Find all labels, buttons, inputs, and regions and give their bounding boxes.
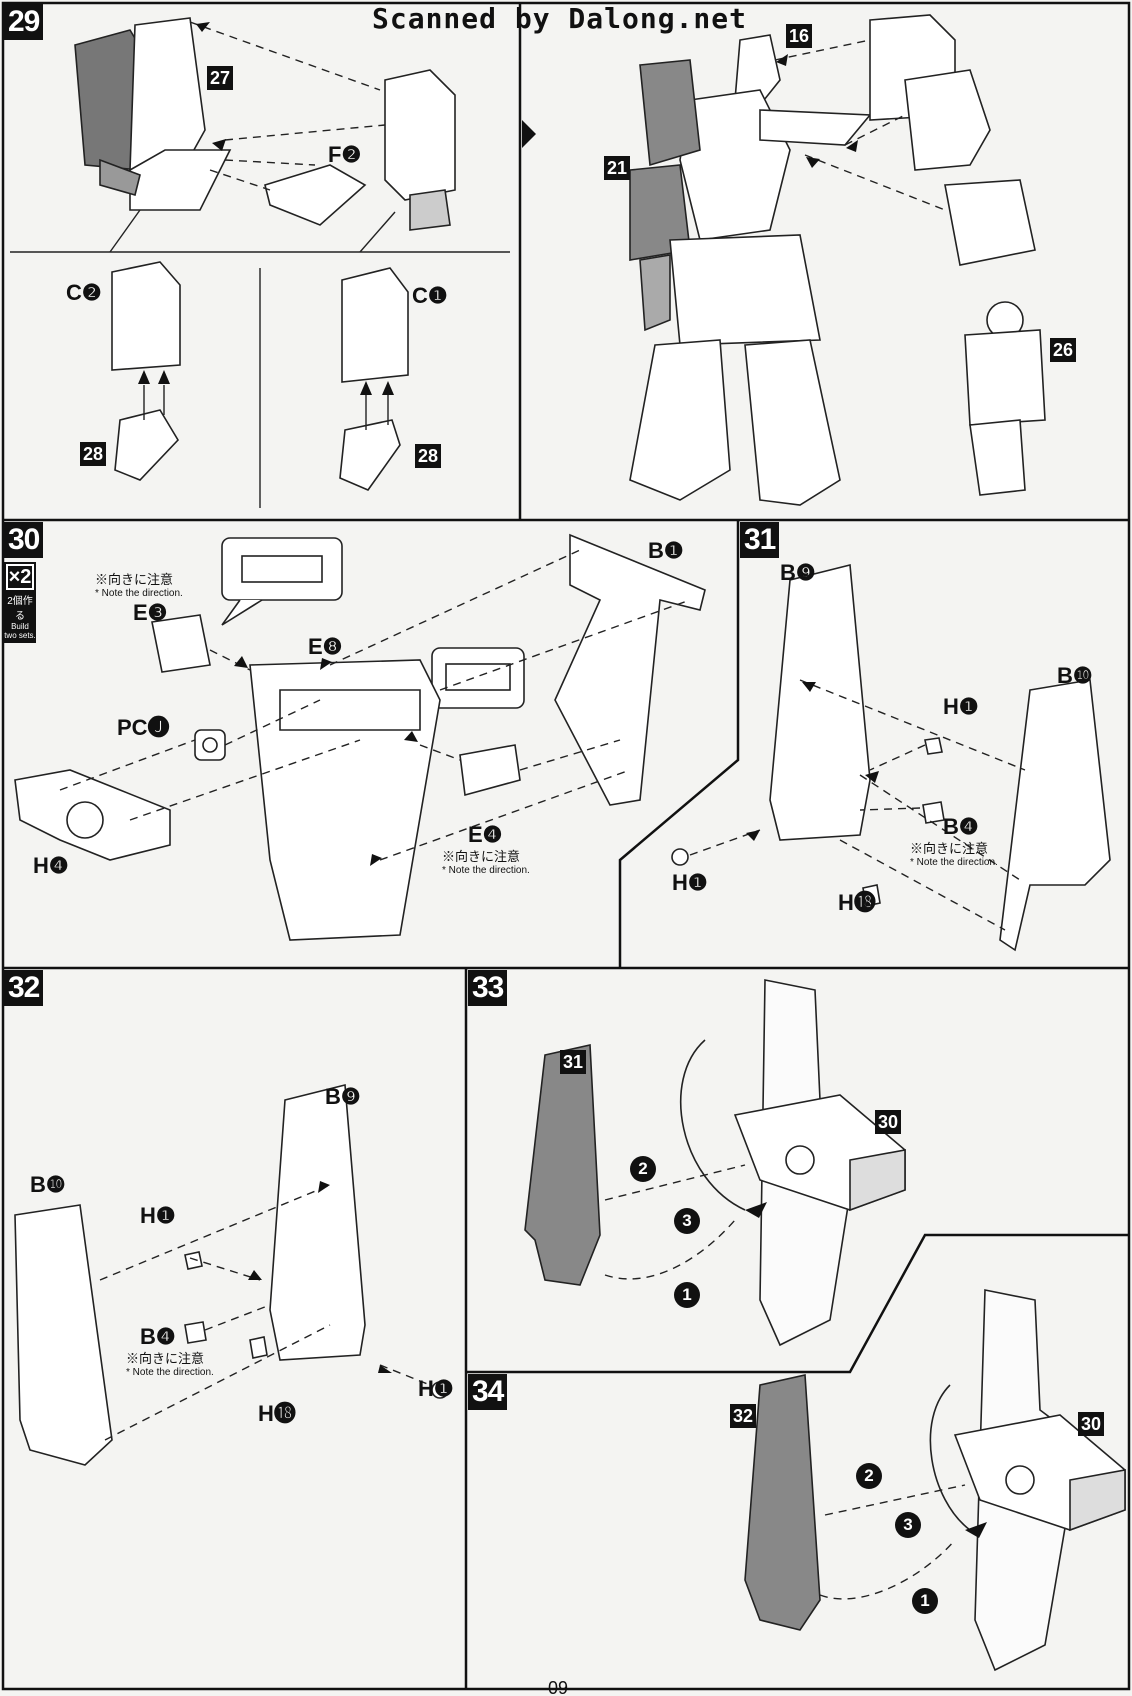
note-direction-e4: ※向きに注意 * Note the direction. xyxy=(442,849,530,877)
sequence-2-s33: 2 xyxy=(630,1156,656,1182)
note-direction-b4-s31: ※向きに注意 * Note the direction. xyxy=(910,841,998,869)
part-b1: B❶ xyxy=(648,538,684,563)
part-e4: E❹ xyxy=(468,822,503,847)
part-h1-bottom-s32: H❶ xyxy=(418,1376,454,1401)
part-pcj: PC🅙 xyxy=(117,715,170,740)
part-b10-s32: B❿ xyxy=(30,1172,66,1197)
ref-32: 32 xyxy=(730,1404,757,1428)
scan-credit: Scanned by Dalong.net xyxy=(372,2,748,35)
sequence-3-s33: 3 xyxy=(674,1208,700,1234)
build-count: ×2 xyxy=(6,564,34,590)
note-direction-e3: ※向きに注意 * Note the direction. xyxy=(95,572,183,600)
sequence-2-s34: 2 xyxy=(856,1463,882,1489)
step-30-number: 30 xyxy=(4,522,44,558)
step-29-number: 29 xyxy=(4,4,44,40)
part-e3: E❸ xyxy=(133,600,168,625)
part-b10-s31: B❿ xyxy=(1057,663,1093,688)
ref-28-right: 28 xyxy=(415,444,442,468)
sequence-1-s33: 1 xyxy=(674,1282,700,1308)
note-direction-b4-s32: ※向きに注意 * Note the direction. xyxy=(126,1351,214,1379)
part-b9-s32: B❾ xyxy=(325,1084,361,1109)
part-h18-s32: H⓲ xyxy=(258,1401,296,1426)
step-33-number: 33 xyxy=(468,970,508,1006)
ref-16: 16 xyxy=(786,24,813,48)
ref-28-left: 28 xyxy=(80,442,107,466)
sequence-1-s34: 1 xyxy=(912,1588,938,1614)
ref-30-s33: 30 xyxy=(875,1110,902,1134)
part-h18-s31: H⓲ xyxy=(838,890,876,915)
part-b4-s32: B❹ xyxy=(140,1324,176,1349)
part-h1-top-s31: H❶ xyxy=(943,694,979,719)
part-h1-bottom-s31: H❶ xyxy=(672,870,708,895)
part-c2: C❷ xyxy=(66,280,102,305)
part-e8: E❽ xyxy=(308,634,343,659)
step-31-number: 31 xyxy=(740,522,780,558)
part-b4-s31: B❹ xyxy=(943,814,979,839)
ref-31: 31 xyxy=(560,1050,587,1074)
part-b9-s31: B❾ xyxy=(780,560,816,585)
ref-21: 21 xyxy=(604,156,631,180)
build-count-badge: ×2 2個作る Build two sets. xyxy=(4,562,36,643)
ref-30-s34: 30 xyxy=(1078,1412,1105,1436)
part-c1: C❶ xyxy=(412,283,448,308)
step-34-number: 34 xyxy=(468,1374,508,1410)
build-count-en: Build two sets. xyxy=(4,622,36,640)
build-count-jp: 2個作る xyxy=(7,596,33,622)
part-h4: H❹ xyxy=(33,853,69,878)
ref-27: 27 xyxy=(207,66,234,90)
part-h1-top-s32: H❶ xyxy=(140,1203,176,1228)
sequence-3-s34: 3 xyxy=(895,1512,921,1538)
step-32-number: 32 xyxy=(4,970,44,1006)
page-number: 09 xyxy=(548,1678,569,1696)
part-f2: F❷ xyxy=(328,142,362,167)
ref-26: 26 xyxy=(1050,338,1077,362)
